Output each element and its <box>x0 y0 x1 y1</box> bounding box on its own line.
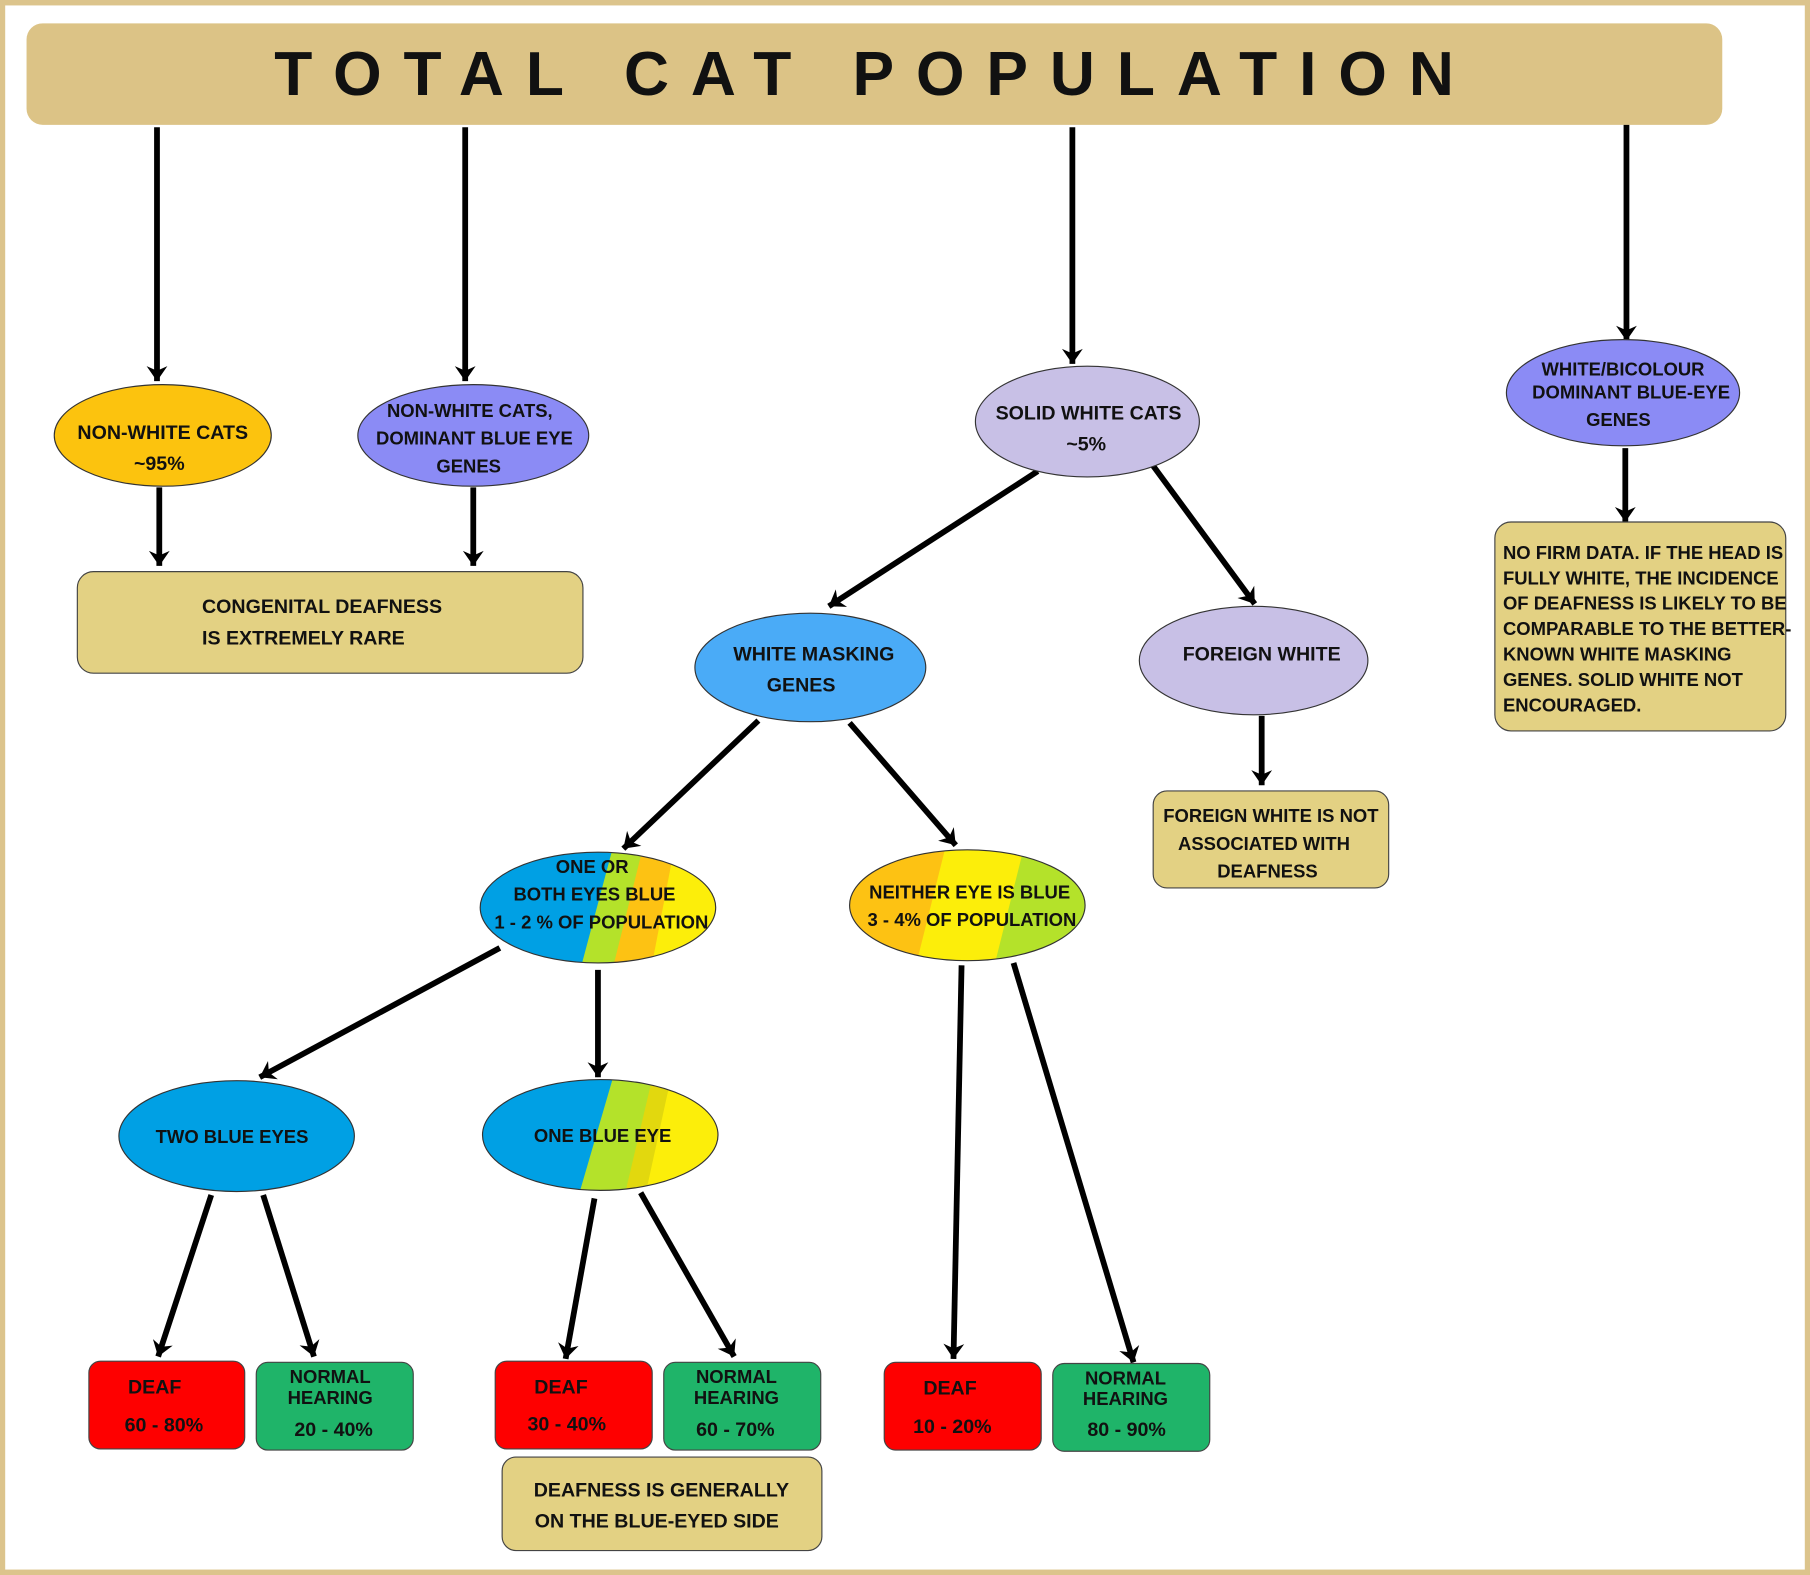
outcome-label: DEAF <box>923 1378 976 1400</box>
title-bar: TOTAL CAT POPULATION <box>26 23 1723 125</box>
arrow-to-two-blue <box>258 945 502 1080</box>
node-non-white-blue-eye: NON-WHITE CATS, DOMINANT BLUE EYE GENES <box>357 384 590 487</box>
outcome-label: NORMAL <box>696 1366 777 1387</box>
node-label: ~95% <box>134 453 185 475</box>
diagram-title: TOTAL CAT POPULATION <box>274 40 1476 109</box>
note-foreign-white: FOREIGN WHITE IS NOT ASSOCIATED WITH DEA… <box>1152 790 1390 889</box>
node-label: GENES <box>436 455 501 476</box>
node-two-blue-eyes: TWO BLUE EYES <box>118 1080 355 1193</box>
node-label: SOLID WHITE CATS <box>996 402 1182 424</box>
arrow-to-white-masking <box>827 468 1040 609</box>
outcome-two-blue-deaf: DEAF 60 - 80% <box>88 1360 246 1450</box>
node-label: ONE BLUE EYE <box>534 1125 671 1146</box>
node-label: FOREIGN WHITE <box>1183 644 1341 666</box>
outcome-value: 80 - 90% <box>1087 1419 1166 1441</box>
note-congenital-deafness: CONGENITAL DEAFNESS IS EXTREMELY RARE <box>76 571 584 674</box>
outcome-label: HEARING <box>288 1387 373 1408</box>
outcome-value: 10 - 20% <box>913 1416 992 1438</box>
note-text: COMPARABLE TO THE BETTER- <box>1503 618 1791 639</box>
arrow-two-blue-to-deaf <box>152 1194 214 1358</box>
note-text: DEAFNESS <box>1217 861 1317 882</box>
node-label: NEITHER EYE IS BLUE <box>869 881 1070 902</box>
outcome-label: DEAF <box>534 1377 587 1399</box>
node-label: 1 - 2 % OF POPULATION <box>494 911 708 932</box>
outcome-label: NORMAL <box>290 1366 371 1387</box>
note-text: KNOWN WHITE MASKING <box>1503 644 1732 665</box>
note-text: GENES. SOLID WHITE NOT <box>1503 669 1744 690</box>
note-text: FULLY WHITE, THE INCIDENCE <box>1503 567 1779 588</box>
node-label: TWO BLUE EYES <box>156 1126 309 1147</box>
outcome-label: HEARING <box>1083 1388 1168 1409</box>
outcome-value: 30 - 40% <box>528 1413 607 1435</box>
node-label: WHITE/BICOLOUR <box>1541 358 1704 379</box>
node-label: DOMINANT BLUE-EYE <box>1532 381 1730 402</box>
arrow-two-blue-to-normal <box>260 1194 320 1358</box>
node-label: GENES <box>767 675 836 697</box>
outcome-label: NORMAL <box>1085 1367 1166 1388</box>
node-white-masking-genes: WHITE MASKING GENES <box>694 612 927 723</box>
arrow-one-blue-to-normal <box>638 1191 737 1359</box>
note-text: ASSOCIATED WITH <box>1178 833 1350 854</box>
outcome-label: HEARING <box>694 1387 779 1408</box>
node-label: WHITE MASKING <box>733 644 894 666</box>
arrow-one-blue-to-deaf <box>558 1197 598 1360</box>
arrow-neither-to-deaf <box>943 965 965 1359</box>
note-text: DEAFNESS IS GENERALLY <box>534 1479 789 1501</box>
node-label: ONE OR <box>556 856 629 877</box>
arrow-to-neither <box>847 720 958 848</box>
outcome-two-blue-normal: NORMAL HEARING 20 - 40% <box>255 1361 414 1451</box>
node-label: DOMINANT BLUE EYE <box>376 428 573 449</box>
arrow-to-foreign-white <box>1149 462 1258 606</box>
outcome-label: DEAF <box>128 1377 181 1399</box>
node-label: ~5% <box>1066 433 1106 455</box>
note-text: ENCOURAGED. <box>1503 694 1641 715</box>
node-foreign-white: FOREIGN WHITE <box>1138 605 1369 716</box>
node-label: BOTH EYES BLUE <box>513 884 675 905</box>
note-text: NO FIRM DATA. IF THE HEAD IS <box>1503 542 1783 563</box>
arrows <box>146 124 1637 1364</box>
outcome-neither-deaf: DEAF 10 - 20% <box>883 1361 1042 1451</box>
node-solid-white-cats: SOLID WHITE CATS ~5% <box>974 365 1200 478</box>
node-non-white-cats: NON-WHITE CATS ~95% <box>53 384 272 487</box>
node-label: NON-WHITE CATS <box>77 422 248 444</box>
note-text: FOREIGN WHITE IS NOT <box>1163 805 1379 826</box>
outcome-one-blue-deaf: DEAF 30 - 40% <box>494 1360 653 1450</box>
note-blue-eyed-side: DEAFNESS IS GENERALLY ON THE BLUE-EYED S… <box>501 1456 823 1552</box>
outcome-value: 60 - 80% <box>125 1415 204 1437</box>
arrow-to-one-or-both <box>621 718 761 851</box>
note-text: IS EXTREMELY RARE <box>202 627 405 649</box>
node-white-bicolour: WHITE/BICOLOUR DOMINANT BLUE-EYE GENES <box>1505 339 1741 447</box>
note-text: ON THE BLUE-EYED SIDE <box>535 1510 779 1532</box>
arrow-neither-to-normal <box>1010 962 1140 1364</box>
outcome-value: 20 - 40% <box>294 1419 373 1441</box>
note-text: OF DEAFNESS IS LIKELY TO BE <box>1503 593 1787 614</box>
outcome-value: 60 - 70% <box>696 1419 775 1441</box>
node-label: GENES <box>1586 409 1651 430</box>
outcome-neither-normal: NORMAL HEARING 80 - 90% <box>1052 1362 1211 1452</box>
note-text: CONGENITAL DEAFNESS <box>202 596 442 618</box>
note-no-firm-data: NO FIRM DATA. IF THE HEAD IS FULLY WHITE… <box>1494 521 1791 732</box>
outcome-one-blue-normal: NORMAL HEARING 60 - 70% <box>663 1361 822 1451</box>
node-label: NON-WHITE CATS, <box>387 400 553 421</box>
node-label: 3 - 4% OF POPULATION <box>868 909 1077 930</box>
